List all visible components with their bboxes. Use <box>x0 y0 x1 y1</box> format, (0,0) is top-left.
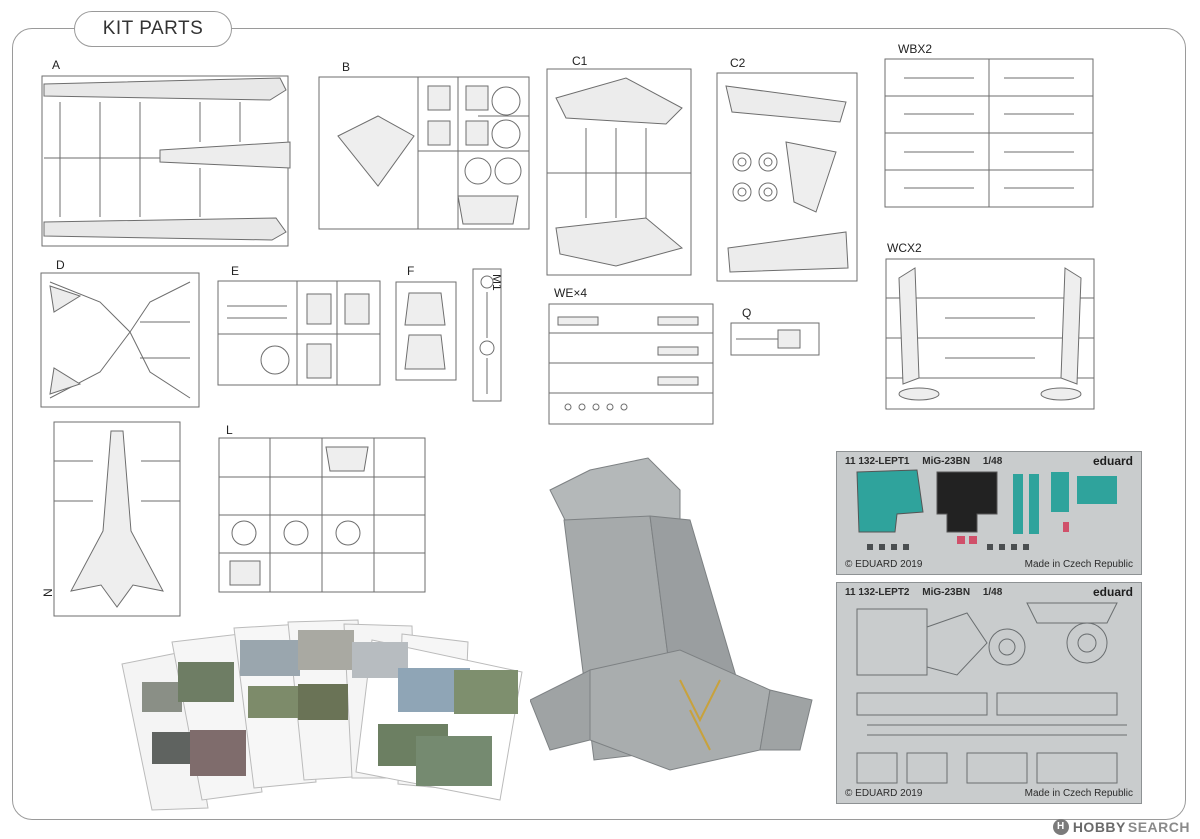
sprue-we4: WE×4 <box>548 286 714 425</box>
sprue-c1: C1 <box>546 54 692 276</box>
sprue-wcx2-drawing <box>885 258 1095 410</box>
pe1-scale: 1/48 <box>982 456 1003 467</box>
pe1-parts <box>856 469 1117 550</box>
sprue-c2-drawing <box>716 72 858 282</box>
sprue-q-drawing <box>730 322 820 356</box>
watermark-hobby: HOBBY <box>1072 819 1126 835</box>
sprue-d-drawing <box>40 272 200 408</box>
sprue-label-q: Q <box>742 306 752 320</box>
sprue-c2: C2 <box>716 56 858 282</box>
sprue-b-drawing <box>318 76 530 230</box>
sprue-label-a: A <box>52 58 61 72</box>
watermark-search: SEARCH <box>1127 819 1190 835</box>
sprue-e: E <box>217 264 381 386</box>
sprue-wcx2: WCX2 <box>885 241 1095 410</box>
pe1-origin: Made in Czech Republic <box>1024 559 1133 570</box>
sprue-n-drawing <box>53 421 181 617</box>
pe2-copyright: © EDUARD 2019 <box>845 788 923 799</box>
photo-booklets-drawing <box>121 619 523 811</box>
sprue-a: A <box>40 58 291 252</box>
sprue-n: N <box>41 421 181 617</box>
pe2-header: 11 132-LEPT2 MiG-23BN 1/48 <box>845 587 1012 598</box>
photoetch-sheet-1: 11 132-LEPT1 MiG-23BN 1/48 eduard © EDUA… <box>836 451 1142 575</box>
sprue-label-c1: C1 <box>572 54 588 68</box>
sprue-we4-drawing <box>548 303 714 425</box>
sprue-a-drawing <box>41 75 291 247</box>
photoetch-sheet-2: 11 132-LEPT2 MiG-23BN 1/48 eduard © EDUA… <box>836 582 1142 804</box>
page-title: KIT PARTS <box>74 11 232 47</box>
sprue-wbx2: WBX2 <box>884 42 1094 208</box>
pe1-header: 11 132-LEPT1 MiG-23BN 1/48 <box>845 456 1012 467</box>
pe1-code: 11 132-LEPT1 <box>845 456 910 467</box>
sprue-l-drawing <box>218 437 426 593</box>
sprue-label-c2: C2 <box>730 56 746 70</box>
sprue-c1-drawing <box>546 68 692 276</box>
sprue-q: Q <box>730 306 820 356</box>
ejection-seat-render <box>529 450 815 785</box>
sprue-b: B <box>318 60 530 230</box>
sprue-label-e: E <box>231 264 240 278</box>
sprue-label-f: F <box>407 264 415 278</box>
pe2-parts <box>856 602 1127 784</box>
sprue-wbx2-drawing <box>884 58 1094 208</box>
hobby-search-watermark: H HOBBY SEARCH <box>1052 819 1190 835</box>
pe1-copyright: © EDUARD 2019 <box>845 559 923 570</box>
sprue-label-d: D <box>56 258 65 272</box>
pe1-brand: eduard <box>1092 454 1133 468</box>
photo-booklets <box>112 612 532 812</box>
pe2-brand: eduard <box>1092 585 1133 599</box>
sprue-f: F <box>395 264 457 381</box>
pe2-code: 11 132-LEPT2 <box>845 587 910 598</box>
pe2-model: MiG-23BN <box>922 587 971 598</box>
sprue-m1: M1 <box>472 268 504 402</box>
pe2-origin: Made in Czech Republic <box>1024 788 1133 799</box>
pe1-model: MiG-23BN <box>922 456 971 467</box>
sprue-l: L <box>218 423 426 593</box>
ejection-seat-drawing <box>529 457 813 771</box>
hobby-search-logo-icon: H <box>1052 819 1069 835</box>
sprue-label-wcx2: WCX2 <box>887 241 922 255</box>
sprue-e-drawing <box>217 280 381 386</box>
pe2-scale: 1/48 <box>982 587 1003 598</box>
sprue-label-wbx2: WBX2 <box>898 42 933 56</box>
sprue-m1-drawing <box>472 268 502 402</box>
sprue-d: D <box>40 258 200 408</box>
sprue-label-b: B <box>342 60 351 74</box>
sprue-label-we4: WE×4 <box>554 286 588 300</box>
sprue-f-drawing <box>395 281 457 381</box>
sprue-label-l: L <box>226 423 233 437</box>
